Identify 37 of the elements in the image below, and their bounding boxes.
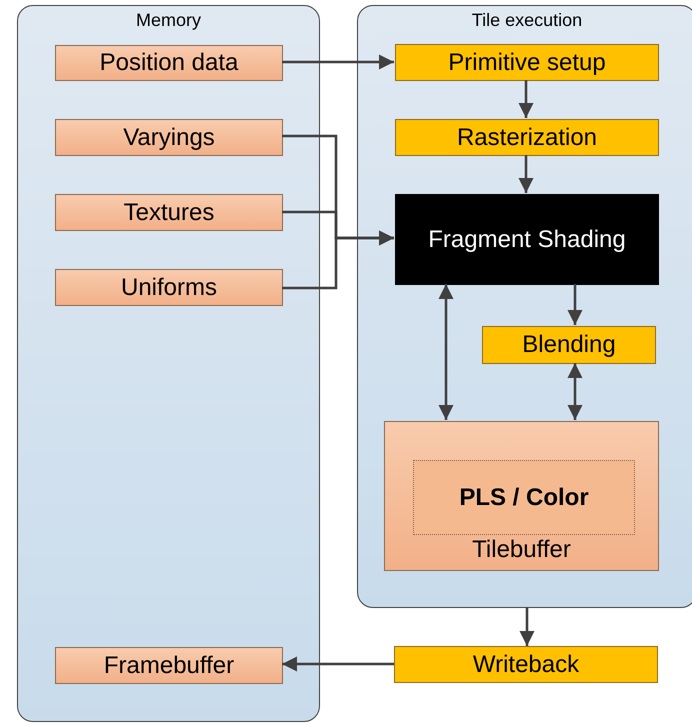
process-box [55, 119, 283, 156]
process-box [482, 326, 656, 364]
process-box [55, 45, 283, 81]
group-panel [17, 5, 320, 722]
box-label: Framebuffer [102, 652, 236, 680]
arrow [282, 656, 394, 672]
box-label: Rasterization [456, 124, 598, 152]
arrow [282, 54, 394, 70]
box-label: Primitive setup [447, 48, 607, 76]
arrow [520, 608, 534, 646]
box-label: Uniforms [120, 274, 218, 302]
arrow [282, 230, 394, 290]
box-label: Fragment Shading [427, 226, 627, 254]
process-box [55, 647, 283, 684]
process-box [55, 269, 283, 306]
arrow [518, 155, 534, 193]
arrow [568, 284, 582, 325]
box-label: PLS / Color [458, 484, 590, 512]
panel-title: Memory [134, 10, 202, 31]
box-label: Position data [98, 49, 240, 77]
process-box [55, 194, 283, 231]
group-panel [357, 5, 692, 608]
box-label: Textures [122, 198, 216, 226]
process-box [394, 646, 658, 683]
arrow [518, 80, 534, 118]
process-box [395, 194, 659, 285]
process-box [395, 119, 659, 156]
panel-title: Tile execution [470, 10, 584, 31]
arrow [438, 284, 454, 420]
box-label: Tilebuffer [471, 536, 572, 564]
box-label: Varyings [122, 124, 216, 152]
process-box [384, 421, 659, 571]
box-label: Blending [521, 331, 617, 359]
process-box [395, 44, 659, 81]
box-label: Writeback [472, 650, 580, 678]
process-box [413, 460, 635, 535]
arrow [568, 363, 582, 420]
